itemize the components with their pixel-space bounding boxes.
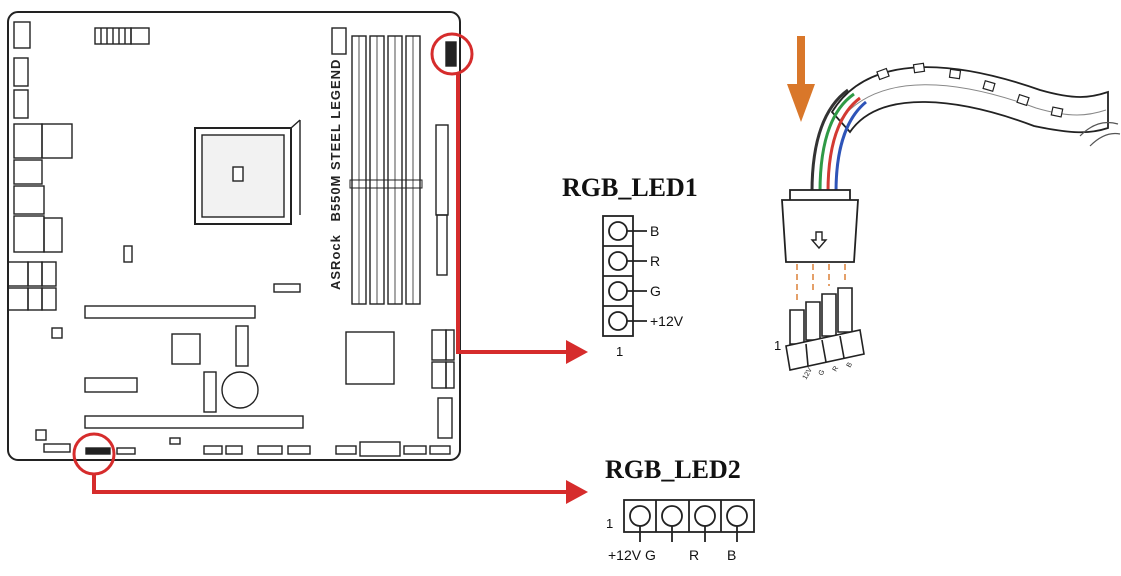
board-outline xyxy=(7,11,461,461)
rgb-led1-header xyxy=(602,215,647,337)
connector-pin-b: B xyxy=(846,361,855,369)
pcie-slot-2 xyxy=(84,377,138,393)
rgb-led2-pin-r: R xyxy=(689,547,699,563)
rgb-led2-pin-b: B xyxy=(727,547,736,563)
connector-pin-g: G xyxy=(818,369,827,377)
connector-pin-r: R xyxy=(832,365,841,373)
rgb-led1-pin-one-marker: 1 xyxy=(616,344,623,359)
insert-direction-arrow-icon xyxy=(787,36,815,122)
dimm-slots xyxy=(349,35,423,305)
rgb-led1-leader-arrow xyxy=(456,74,588,364)
rgb-led1-title: RGB_LED1 xyxy=(562,173,698,202)
motherboard-illustration: ASRock B550M STEEL LEGEND xyxy=(7,11,461,461)
connector-pin-12v: 12V xyxy=(802,366,814,381)
rgb-led1-highlight-circle xyxy=(430,32,474,76)
board-brand: ASRock xyxy=(328,234,343,290)
rgb-led2-title: RGB_LED2 xyxy=(605,455,741,484)
rgb-led2-pin-one-marker: 1 xyxy=(606,516,613,531)
cpu-socket xyxy=(194,127,292,225)
pcie-slot-3 xyxy=(84,415,304,429)
rgb-led1-pin-r: R xyxy=(650,253,660,269)
svg-text:ASRock B550M STEEL LEGEN: ASRock B550M STEEL LEGEND xyxy=(328,59,343,290)
rgb-led2-pin-12v: +12V xyxy=(608,547,642,563)
rgb-led1-pin-12v: +12V xyxy=(650,313,684,329)
rgb-led2-leader-arrow xyxy=(92,474,588,504)
pcie-slot-1 xyxy=(84,305,256,319)
rgb-led2-header xyxy=(623,499,755,542)
led-strip-illustration xyxy=(781,62,1121,371)
rgb-led1-pin-b: B xyxy=(650,223,659,239)
rgb-led1-pin-g: G xyxy=(650,283,661,299)
rgb-led2-pin-g: G xyxy=(645,547,656,563)
connector-pin-one-marker: 1 xyxy=(774,338,781,353)
board-model: B550M STEEL LEGEND xyxy=(328,59,343,222)
